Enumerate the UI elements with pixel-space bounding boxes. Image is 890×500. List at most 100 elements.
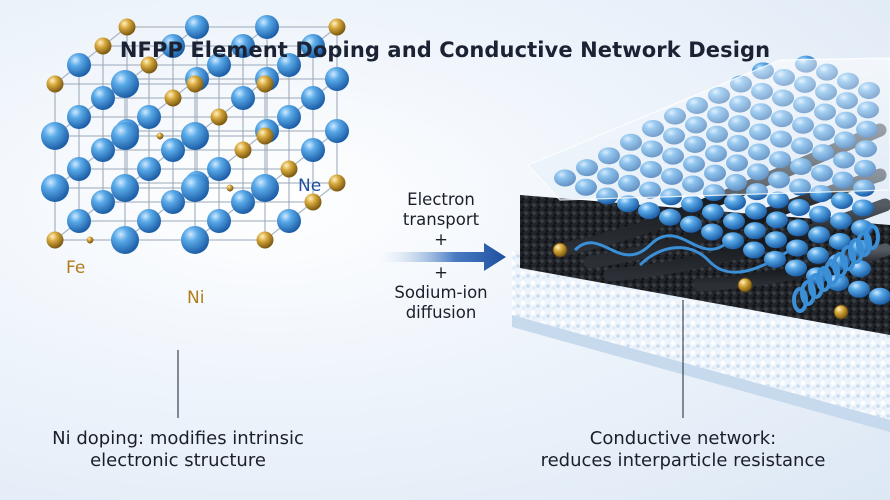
blue-bead [767, 191, 789, 209]
gold-atom [328, 18, 346, 36]
blue-coil [856, 231, 872, 257]
right-caption: Conductive network: reduces interparticl… [520, 428, 846, 472]
blue-atom [111, 226, 139, 254]
blue-coil [808, 273, 824, 299]
lattice-atoms [41, 15, 349, 254]
blue-bead [701, 223, 723, 241]
transport-arrow [378, 243, 506, 271]
plus-sign-bottom: + [434, 263, 448, 282]
right-caption-line2: reduces interparticle resistance [540, 449, 826, 471]
fe-label: Fe [66, 258, 86, 278]
right-caption-line1: Conductive network: [589, 428, 777, 449]
blue-bead [764, 250, 786, 268]
blue-atom [161, 138, 185, 162]
conductive-network-layers [512, 55, 890, 432]
blue-atom [111, 122, 139, 150]
blue-atom [251, 174, 279, 202]
blue-atom [301, 138, 325, 162]
blue-bead [787, 219, 809, 237]
blue-atom [185, 15, 209, 39]
gold-atom [210, 108, 228, 126]
fiber-end-cap [737, 277, 753, 293]
blue-atom [67, 105, 91, 129]
blue-bead [869, 287, 890, 305]
blue-atom [207, 157, 231, 181]
blue-coil [816, 266, 832, 292]
gold-atom [186, 75, 204, 93]
fiber-end-cap [833, 304, 849, 320]
left-caption-line1: Ni doping: modifies intrinsic [52, 428, 304, 449]
blue-atom [207, 53, 231, 77]
blue-coil [824, 259, 840, 285]
gold-atom [164, 89, 182, 107]
blue-coil [832, 252, 848, 278]
blue-bead [681, 195, 703, 213]
blue-coil [800, 280, 816, 306]
blue-atom [277, 105, 301, 129]
blue-bead [765, 231, 787, 249]
blue-bead [785, 259, 807, 277]
blue-atom [67, 157, 91, 181]
gold-atom [118, 18, 136, 36]
blue-atom [137, 209, 161, 233]
ne-label: Ne [298, 176, 322, 196]
blue-atom [207, 209, 231, 233]
blue-bead [744, 222, 766, 240]
left-caption-line2: electronic structure [90, 449, 266, 471]
blue-atom [161, 190, 185, 214]
ni-label: Ni [187, 288, 205, 308]
blue-bead [827, 274, 849, 292]
blue-atom [91, 138, 115, 162]
gold-atom [280, 160, 298, 178]
blue-wire [638, 246, 791, 274]
gold-node [156, 132, 164, 140]
page-title: NFPP Element Doping and Conductive Netwo… [119, 38, 771, 62]
blue-coil [864, 224, 880, 250]
crystal-lattice [41, 15, 349, 254]
blue-bead [788, 198, 810, 216]
glass-sheet [526, 57, 890, 201]
blue-bead [786, 239, 808, 257]
gold-atom [234, 141, 252, 159]
blue-bead [702, 203, 724, 221]
blue-atom [161, 34, 185, 58]
blue-atom [41, 174, 69, 202]
blue-atom [255, 15, 279, 39]
blue-atom [111, 174, 139, 202]
blue-bead [617, 195, 639, 213]
blue-atom [67, 53, 91, 77]
gold-atom [256, 75, 274, 93]
gold-atom [46, 231, 64, 249]
gold-atom [304, 193, 322, 211]
blue-coil [840, 245, 856, 271]
gold-node [86, 236, 94, 244]
left-caption: Ni doping: modifies intrinsic electronic… [18, 428, 338, 472]
blue-coil [848, 238, 864, 264]
blue-atom [137, 105, 161, 129]
blue-bead [848, 280, 870, 298]
blue-bead [745, 202, 767, 220]
blue-bead [766, 211, 788, 229]
blue-atom [181, 122, 209, 150]
substrate-plate [512, 315, 890, 432]
blue-atom [137, 157, 161, 181]
blue-atom [301, 86, 325, 110]
blue-bead [809, 205, 831, 223]
blue-bead [680, 215, 702, 233]
blue-atom [67, 209, 91, 233]
blue-atom [277, 209, 301, 233]
blue-atom [181, 174, 209, 202]
blue-atom [111, 70, 139, 98]
blue-atom [231, 190, 255, 214]
blue-bead [830, 212, 852, 230]
blue-atom [181, 226, 209, 254]
diffusion-text: diffusion [405, 303, 477, 323]
arrow-top-label: Electron transport + [380, 190, 502, 250]
gold-atom [256, 127, 274, 145]
blue-atom [91, 86, 115, 110]
blue-atom [277, 53, 301, 77]
blue-atom [41, 122, 69, 150]
blue-bead [831, 191, 853, 209]
blue-bead [638, 202, 660, 220]
